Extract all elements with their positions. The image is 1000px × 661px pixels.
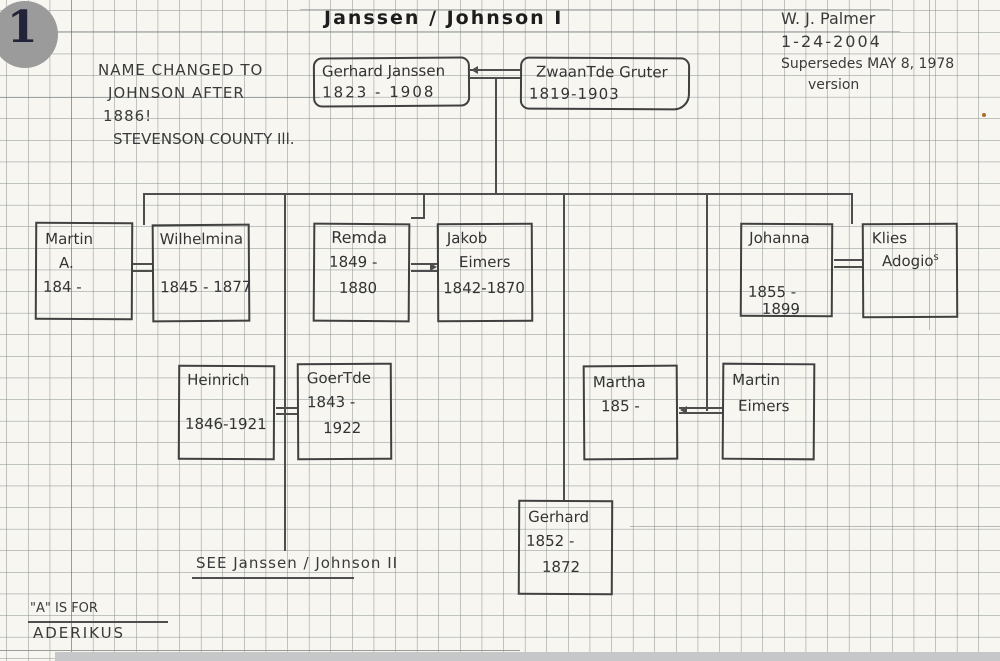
person-dates: 1842-1870: [443, 278, 525, 298]
grid-line: [0, 31, 900, 32]
grid-line: [300, 9, 890, 10]
person-box-martin-a: Martin A. 184 -: [34, 221, 134, 321]
marriage-line-johanna-klies: [834, 266, 863, 268]
person-name: Jakob: [446, 228, 488, 248]
pencil-line: [0, 650, 520, 651]
drop-line-heinrich: [284, 193, 286, 551]
marriage-line-martin-wilhelmina: [133, 263, 153, 265]
drop-line-johanna: [851, 193, 853, 224]
marriage-line-heinrich-goertje: [276, 407, 298, 409]
marriage-line-gerhard-zwaantje: [470, 69, 521, 71]
person-name: Gerhard: [528, 507, 590, 527]
drop-line-jakob: [423, 193, 425, 219]
underline: [192, 577, 354, 579]
person-name: Remda: [331, 227, 388, 248]
person-box-johanna: Johanna 1855 - 1899: [739, 222, 834, 319]
grid-line: [630, 526, 1000, 527]
legend-aderikus: ADERIKUS: [33, 624, 126, 642]
corner-circle: [0, 1, 58, 68]
person-name2: Adogios: [881, 251, 939, 271]
arrowhead: [430, 263, 437, 271]
drop-line-wilhelmina: [143, 193, 145, 225]
page-number: 1: [7, 2, 38, 53]
person-dates: 1846-1921: [184, 414, 267, 434]
person-name2: A.: [58, 253, 74, 272]
person-dates: 1849 -: [329, 252, 378, 272]
marriage-line-remda-jakob: [411, 263, 438, 265]
marriage-line-martha-martin: [679, 407, 723, 409]
person-name: Gerhard Janssen: [321, 61, 446, 81]
author-name: W. J. Palmer: [781, 9, 876, 28]
person-name: Klies: [871, 229, 908, 248]
person-name: Martin: [732, 370, 781, 390]
marriage-line-martin-wilhelmina: [133, 270, 153, 272]
person-box-gerhard-jr: Gerhard 1852 - 1872: [517, 499, 614, 596]
scan-dot: [982, 113, 986, 117]
version-label: version: [808, 77, 860, 93]
person-box-gerhard-janssen: Gerhard Janssen 1823 - 1908: [312, 56, 471, 108]
note-line2: JOHNSON AFTER: [108, 84, 245, 102]
person-dates: 184 -: [42, 277, 82, 296]
arrowhead: [471, 66, 478, 74]
arrowhead: [680, 406, 687, 414]
person-dates2: 1922: [323, 418, 362, 438]
underline: [28, 621, 168, 623]
marriage-line-remda-jakob: [411, 270, 438, 272]
grid-line: [0, 97, 320, 98]
person-name: Martha: [592, 372, 646, 392]
descent-line: [495, 77, 497, 194]
person-name2: Eimers: [737, 396, 790, 416]
person-name2: Eimers: [458, 252, 511, 272]
person-dates: 1843 -: [306, 392, 356, 412]
person-name: Martin: [45, 229, 94, 249]
author-date: 1-24-2004: [781, 32, 882, 51]
person-dates: 1823 - 1908: [322, 82, 436, 102]
grid-line: [71, 0, 72, 661]
person-dates: 1819-1903: [528, 84, 620, 104]
drop-hook: [411, 217, 425, 219]
supersedes-note: Supersedes MAY 8, 1978: [781, 56, 955, 72]
person-name: Wilhelmina: [159, 229, 244, 249]
drop-line-martha: [706, 193, 708, 411]
person-box-goertje: GoerTde 1843 - 1922: [296, 362, 393, 461]
person-box-wilhelmina: Wilhelmina 1845 - 1877: [151, 223, 252, 323]
legend-a-is-for: "A" IS FOR: [30, 601, 98, 616]
person-dates: 1845 - 1877: [160, 277, 252, 297]
person-box-remda: Remda 1849 - 1880: [312, 222, 411, 323]
person-box-martin-eimers: Martin Eimers: [721, 362, 816, 461]
person-name: ZwaanTde Gruter: [536, 62, 668, 82]
person-dates: 185 -: [600, 396, 640, 416]
person-name: Johanna: [749, 228, 810, 248]
person-box-klies-adogios: Klies Adogios: [861, 222, 959, 319]
person-box-martha: Martha 185 -: [582, 364, 679, 461]
marriage-line-martha-martin: [679, 412, 723, 414]
bottom-scan-band: [55, 652, 1000, 661]
person-dates: 1852 -: [525, 531, 575, 551]
person-dates2: 1872: [541, 557, 581, 577]
person-box-jakob-eimers: Jakob Eimers 1842-1870: [436, 222, 534, 323]
person-name: GoerTde: [306, 368, 371, 388]
person-box-zwaantje-gruter: ZwaanTde Gruter 1819-1903: [519, 56, 691, 111]
person-dates2: 1899: [761, 299, 801, 319]
person-dates2: 1880: [338, 278, 378, 298]
person-name: Heinrich: [187, 370, 250, 390]
sibling-rail: [143, 193, 853, 195]
page-title: Janssen / Johnson I: [324, 7, 564, 29]
marriage-line-johanna-klies: [834, 259, 863, 261]
marriage-line-heinrich-goertje: [276, 413, 298, 415]
see-reference: SEE Janssen / Johnson II: [196, 554, 399, 572]
note-line4: STEVENSON COUNTY Ill.: [113, 130, 295, 148]
note-line3: 1886!: [103, 107, 153, 125]
person-box-heinrich: Heinrich 1846-1921: [177, 364, 276, 461]
grid-line: [929, 0, 930, 330]
drop-line-gerhard-jr: [563, 193, 565, 501]
note-line1: NAME CHANGED TO: [98, 61, 264, 79]
